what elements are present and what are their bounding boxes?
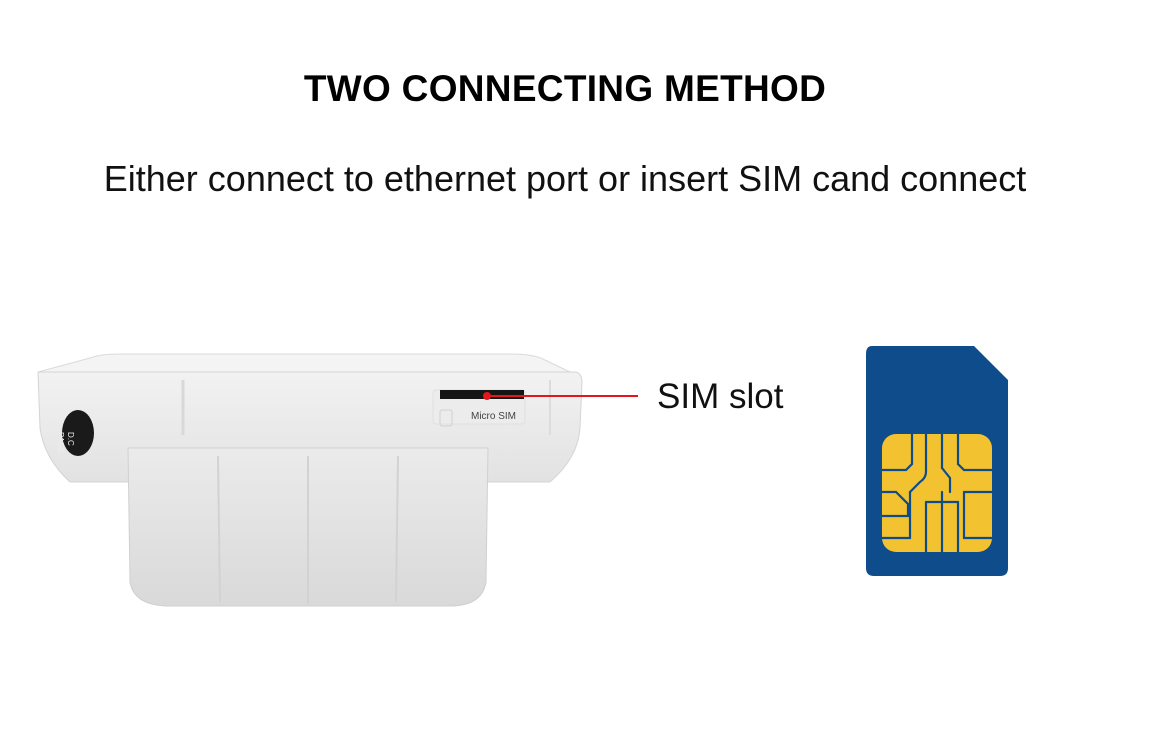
side-label-top: D.C [66,432,75,446]
sim-card-image [866,346,1008,576]
side-label-bottom: PASS [56,432,65,453]
callout-dot [483,392,491,400]
sim-slot-label: SIM slot [657,377,784,416]
micro-sim-label: Micro SIM [471,411,516,422]
router-device-image: D.C PASS Micro SIM [37,353,583,607]
page-subtitle: Either connect to ethernet port or inser… [103,158,1027,199]
page-title: TWO CONNECTING METHOD [303,68,827,109]
callout-line [488,395,638,397]
